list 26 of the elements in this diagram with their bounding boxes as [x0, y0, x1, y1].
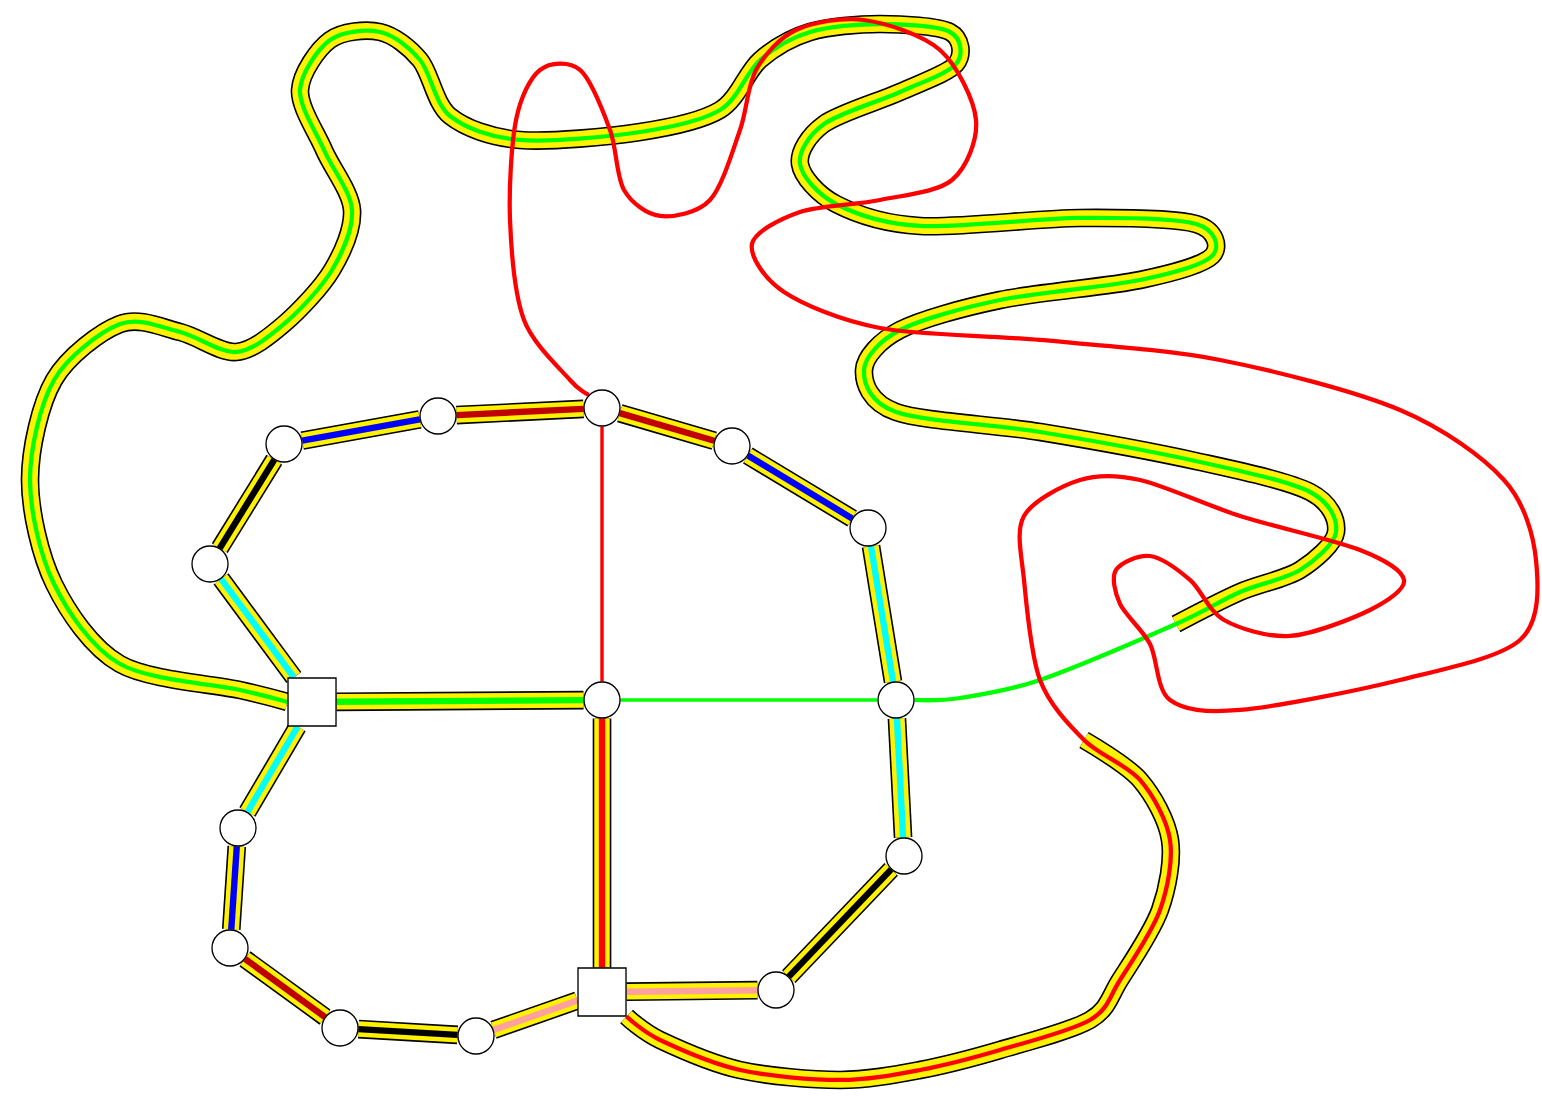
line — [228, 846, 240, 930]
node-circle — [583, 389, 621, 427]
node-circle — [211, 929, 249, 967]
node-circle — [885, 837, 923, 875]
line — [598, 718, 606, 968]
line — [620, 698, 878, 702]
node-circle — [849, 509, 887, 547]
node-circle — [219, 809, 257, 847]
node-circle — [419, 397, 457, 435]
node-circle — [877, 681, 915, 719]
node-square — [577, 967, 627, 1017]
line — [336, 696, 584, 705]
line — [456, 405, 584, 419]
node-circle — [321, 1009, 359, 1047]
node-circle — [583, 681, 621, 719]
node-circle — [191, 545, 229, 583]
line — [893, 718, 907, 838]
line — [507, 17, 1539, 1083]
line — [626, 987, 758, 995]
node-circle — [457, 1017, 495, 1055]
node-circle — [265, 425, 303, 463]
node-square — [287, 677, 337, 727]
node-circle — [713, 427, 751, 465]
node-circle — [757, 971, 795, 1009]
line — [600, 426, 604, 682]
line — [358, 1025, 458, 1039]
